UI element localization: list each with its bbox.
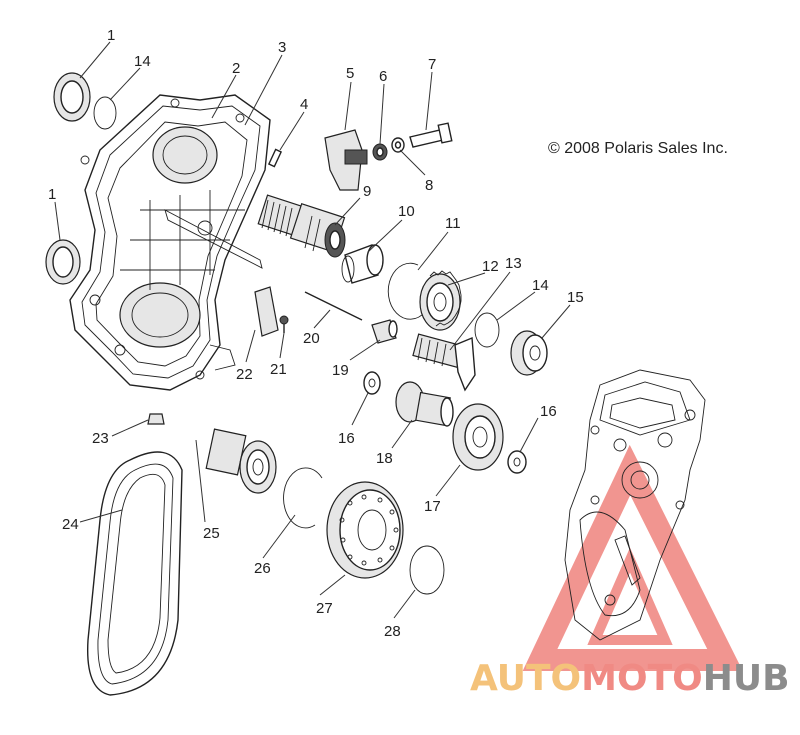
callout-7: 7 [428, 56, 436, 73]
callout-14-mid: 14 [532, 277, 549, 294]
drive-chain [86, 451, 183, 696]
callout-17: 17 [424, 498, 441, 515]
callout-14-top: 14 [134, 53, 151, 70]
bearing [341, 244, 384, 284]
snap-ring-28 [409, 545, 445, 595]
callout-3: 3 [278, 39, 286, 56]
thrust-washer-b [507, 450, 527, 474]
shift-pin [304, 291, 363, 321]
seal-top [53, 72, 91, 122]
leader-lines [54, 41, 571, 619]
snap-ring-11 [387, 262, 426, 320]
watermark-word-hub: HUB [703, 658, 790, 699]
callout-18: 18 [376, 450, 393, 467]
seal-lower [45, 239, 81, 285]
sprocket-27 [326, 481, 404, 579]
watermark-wordmark: AUTOMOTOHUB [470, 658, 790, 699]
callout-15: 15 [567, 289, 584, 306]
callout-19: 19 [332, 362, 349, 379]
callout-10: 10 [398, 203, 415, 220]
sprocket-25 [205, 428, 277, 494]
gear-12 [419, 270, 462, 331]
watermark-word-moto: MOTO [581, 658, 703, 699]
callout-8: 8 [425, 177, 433, 194]
drive-shaft [257, 194, 346, 258]
callout-13: 13 [505, 255, 522, 272]
svg-text:AUTOMOTOHUB: AUTOMOTOHUB [470, 658, 790, 699]
snap-ring-14b [474, 312, 500, 348]
callout-24: 24 [62, 516, 79, 533]
callout-21: 21 [270, 361, 287, 378]
callout-labels: 1 14 2 3 4 5 6 7 8 9 10 11 12 13 14 15 1… [48, 27, 584, 640]
bushing [371, 319, 398, 344]
callout-11: 11 [445, 215, 461, 232]
bolt [409, 122, 453, 148]
callout-22: 22 [236, 366, 253, 383]
gear-17 [452, 403, 504, 471]
callout-23: 23 [92, 430, 109, 447]
watermark-logo [522, 444, 743, 671]
callout-2: 2 [232, 60, 240, 77]
snap-ring-26 [283, 467, 323, 529]
callout-16-right: 16 [540, 403, 557, 420]
washer [391, 137, 405, 153]
shift-fork [412, 333, 476, 392]
callout-6: 6 [379, 68, 387, 85]
tensioner-bracket [324, 129, 368, 191]
watermark-word-auto: AUTO [470, 658, 581, 699]
callout-5: 5 [346, 65, 354, 82]
callout-16-left: 16 [338, 430, 355, 447]
nut [372, 143, 388, 161]
callout-20: 20 [303, 330, 320, 347]
callout-27: 27 [316, 600, 333, 617]
callout-1-lower: 1 [48, 186, 56, 203]
callout-1-top: 1 [107, 27, 115, 44]
snap-ring-top [93, 96, 117, 130]
case-cover [69, 94, 271, 391]
callout-28: 28 [384, 623, 401, 640]
dowel-pin [267, 148, 283, 168]
callout-12: 12 [482, 258, 499, 275]
chain-guide [254, 286, 279, 337]
thrust-washer-a [363, 371, 381, 395]
plug-23 [147, 413, 165, 425]
copyright-notice: © 2008 Polaris Sales Inc. [548, 140, 728, 157]
callout-4: 4 [300, 96, 308, 113]
callout-9: 9 [363, 183, 371, 200]
callout-26: 26 [254, 560, 271, 577]
inset-assembly-illustration [564, 369, 706, 641]
callout-25: 25 [203, 525, 220, 542]
guide-screw [279, 315, 289, 333]
gear-15 [510, 330, 548, 376]
gear-shaft-18 [395, 381, 454, 427]
